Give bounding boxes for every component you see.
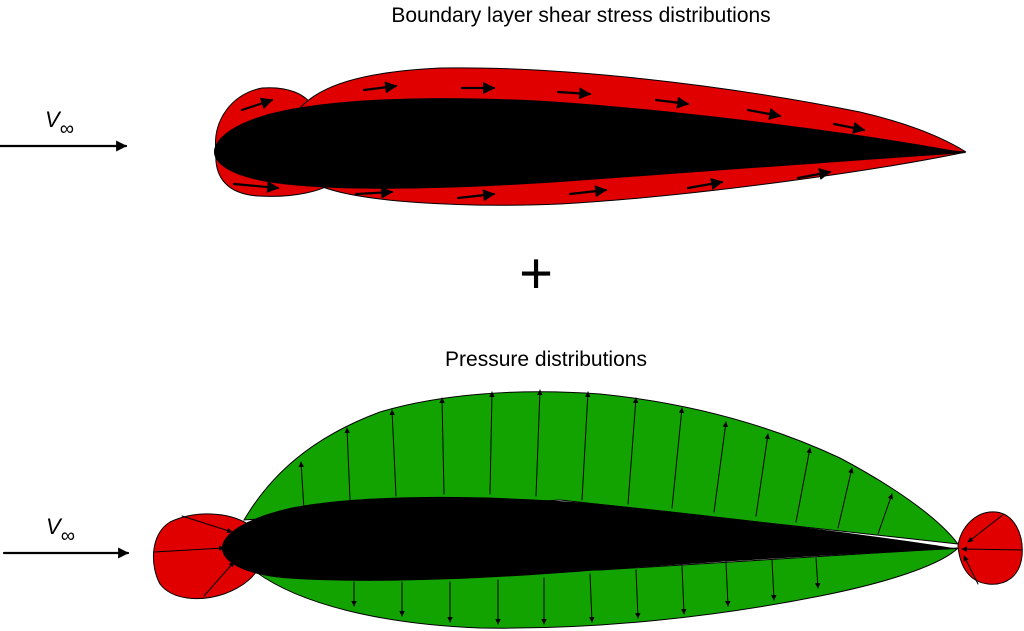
pressure-arrow bbox=[635, 569, 641, 619]
pressure-title: Pressure distributions bbox=[445, 348, 647, 371]
shear-arrow bbox=[362, 81, 398, 94]
pressure-arrow bbox=[671, 407, 685, 509]
shear-arrows bbox=[232, 81, 866, 202]
pressure-arrow bbox=[344, 427, 351, 501]
pressure-arrow bbox=[963, 555, 979, 585]
pressure-arrow bbox=[581, 391, 591, 501]
plus-operator: + bbox=[519, 241, 553, 306]
airfoil-top bbox=[214, 98, 966, 189]
pressure-arrow bbox=[181, 515, 233, 534]
pressure-arrow bbox=[837, 467, 854, 529]
pressure-arrow bbox=[814, 557, 821, 589]
pressure-arrow bbox=[389, 409, 397, 497]
shear-arrow bbox=[232, 180, 280, 194]
pressure-arrow bbox=[627, 397, 639, 505]
stagnation-arrows-leading bbox=[153, 515, 235, 597]
pressure-arrow bbox=[771, 559, 777, 601]
freestream-label-bottom: V∞ bbox=[46, 514, 75, 547]
pressure-arrow bbox=[535, 389, 543, 497]
pressure-arrow bbox=[439, 397, 445, 495]
shear-arrow bbox=[568, 185, 608, 198]
pressure-arrow bbox=[755, 433, 771, 517]
suction-envelope-lower bbox=[254, 547, 960, 629]
shear-arrow bbox=[654, 96, 690, 109]
shear-arrow bbox=[832, 121, 866, 134]
suction-arrows-upper bbox=[298, 389, 893, 535]
airfoil-bottom bbox=[222, 496, 960, 581]
shear-envelope-lower bbox=[319, 151, 967, 206]
stagnation-arrows-trailing bbox=[961, 513, 1023, 585]
pressure-arrow bbox=[203, 561, 235, 597]
freestream-label-top: V∞ bbox=[45, 107, 74, 140]
freestream-arrow-bottom: V∞ bbox=[2, 514, 130, 559]
stagnation-lobe-trailing bbox=[957, 511, 1023, 585]
pressure-arrow bbox=[877, 493, 893, 535]
shear-title: Boundary layer shear stress distribution… bbox=[391, 4, 770, 27]
pressure-arrow bbox=[153, 545, 225, 553]
shear-arrow bbox=[686, 177, 724, 190]
pressure-arrow bbox=[967, 513, 1005, 543]
pressure-arrow bbox=[489, 391, 495, 495]
pressure-arrow bbox=[795, 447, 812, 523]
pressure-arrow bbox=[298, 461, 305, 511]
shear-arrow bbox=[746, 108, 782, 120]
shear-arrow bbox=[796, 168, 832, 180]
shear-arrow bbox=[456, 189, 496, 202]
pressure-arrow bbox=[713, 421, 729, 513]
pressure-arrow bbox=[589, 573, 595, 623]
freestream-arrow-top: V∞ bbox=[0, 107, 128, 152]
shear-arrow bbox=[240, 97, 274, 112]
pressure-arrow bbox=[725, 561, 731, 607]
suction-arrows-lower bbox=[351, 557, 821, 625]
pressure-arrow bbox=[961, 546, 1023, 552]
shear-arrow bbox=[556, 87, 592, 100]
shear-arrow bbox=[354, 186, 394, 199]
pressure-arrow bbox=[681, 565, 687, 615]
